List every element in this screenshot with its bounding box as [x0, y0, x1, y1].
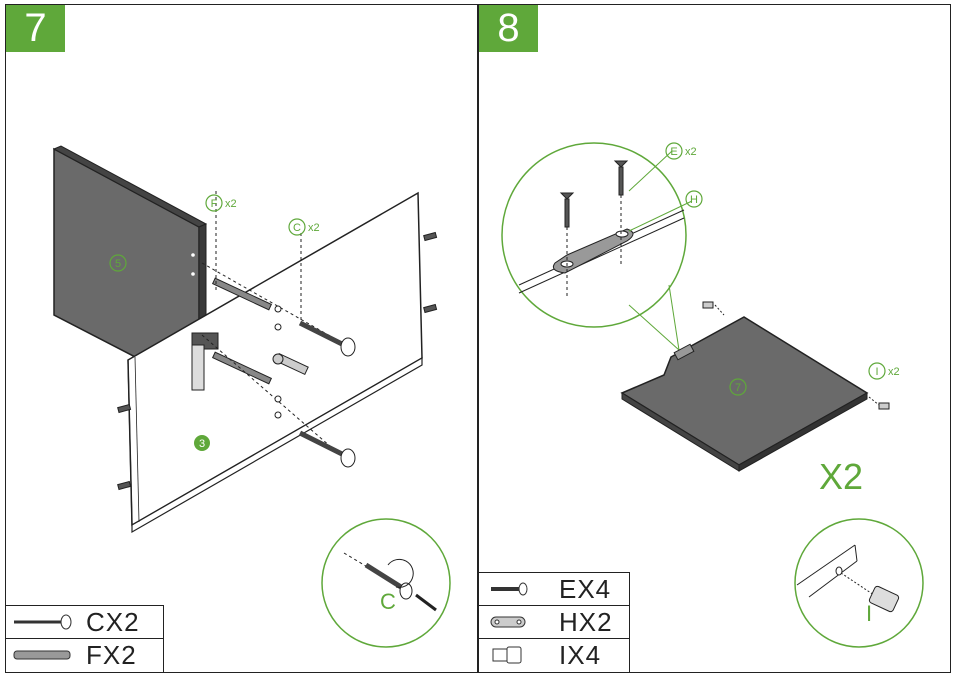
- dowel-f: [211, 277, 273, 385]
- legend-text: IX4: [559, 640, 602, 670]
- step-8-panel: 8 E x2 H: [478, 4, 951, 673]
- legend-text: EX4: [559, 574, 612, 604]
- step-7-illustration: 5 3: [52, 145, 451, 648]
- screw-e-icon: [491, 582, 528, 596]
- callout-i-letter: I: [875, 366, 878, 378]
- legend-text: HX2: [559, 607, 613, 637]
- part-7-label: 7: [735, 382, 741, 394]
- bracket-h-icon: [490, 616, 526, 628]
- legend-row: FX2: [6, 639, 163, 672]
- quantity-multiplier: X2: [819, 456, 863, 497]
- detail-c-label: C: [380, 589, 396, 614]
- callout-c-letter: C: [293, 222, 301, 234]
- callout-h-letter: H: [690, 194, 698, 206]
- part-3-label: 3: [199, 438, 205, 450]
- detail-i-label: I: [866, 601, 872, 626]
- dowel-f-icon: [13, 650, 71, 660]
- step-8-legend: EX4 HX2 IX4: [479, 572, 630, 672]
- legend-row: IX4: [479, 639, 629, 672]
- legend-text: FX2: [86, 640, 137, 670]
- peg-i-icon: [492, 646, 522, 664]
- legend-text: CX2: [86, 607, 140, 637]
- step-7-legend: CX2 FX2: [6, 605, 164, 672]
- part-5-label: 5: [115, 258, 121, 270]
- callout-i-qty: x2: [888, 366, 900, 378]
- callout-f-letter: F: [211, 198, 218, 210]
- detail-circle-screwdriver: [321, 518, 451, 648]
- legend-row: EX4: [479, 573, 629, 606]
- detail-circle-peg: [794, 518, 924, 648]
- bracket-h: [552, 228, 634, 274]
- part-3-circle: [194, 435, 210, 451]
- callout-c-qty: x2: [308, 222, 320, 234]
- step-8-illustration: E x2 H 7 I x2 X2 I: [501, 142, 924, 648]
- detail-circle-bracket: [501, 142, 687, 328]
- part-7-circle: [729, 378, 747, 396]
- callout-e-letter: E: [670, 146, 677, 158]
- screw-c-icon: [14, 614, 72, 630]
- step-number-badge: 8: [479, 5, 538, 52]
- callout-e-qty: x2: [685, 146, 697, 158]
- part-5-circle: [109, 254, 127, 272]
- step-number-badge: 7: [6, 5, 65, 52]
- legend-row: HX2: [479, 606, 629, 639]
- legend-row: CX2: [6, 606, 163, 639]
- screw-c: [298, 320, 356, 468]
- callout-f-qty: x2: [225, 198, 237, 210]
- step-7-panel: 7 5 3: [5, 4, 478, 673]
